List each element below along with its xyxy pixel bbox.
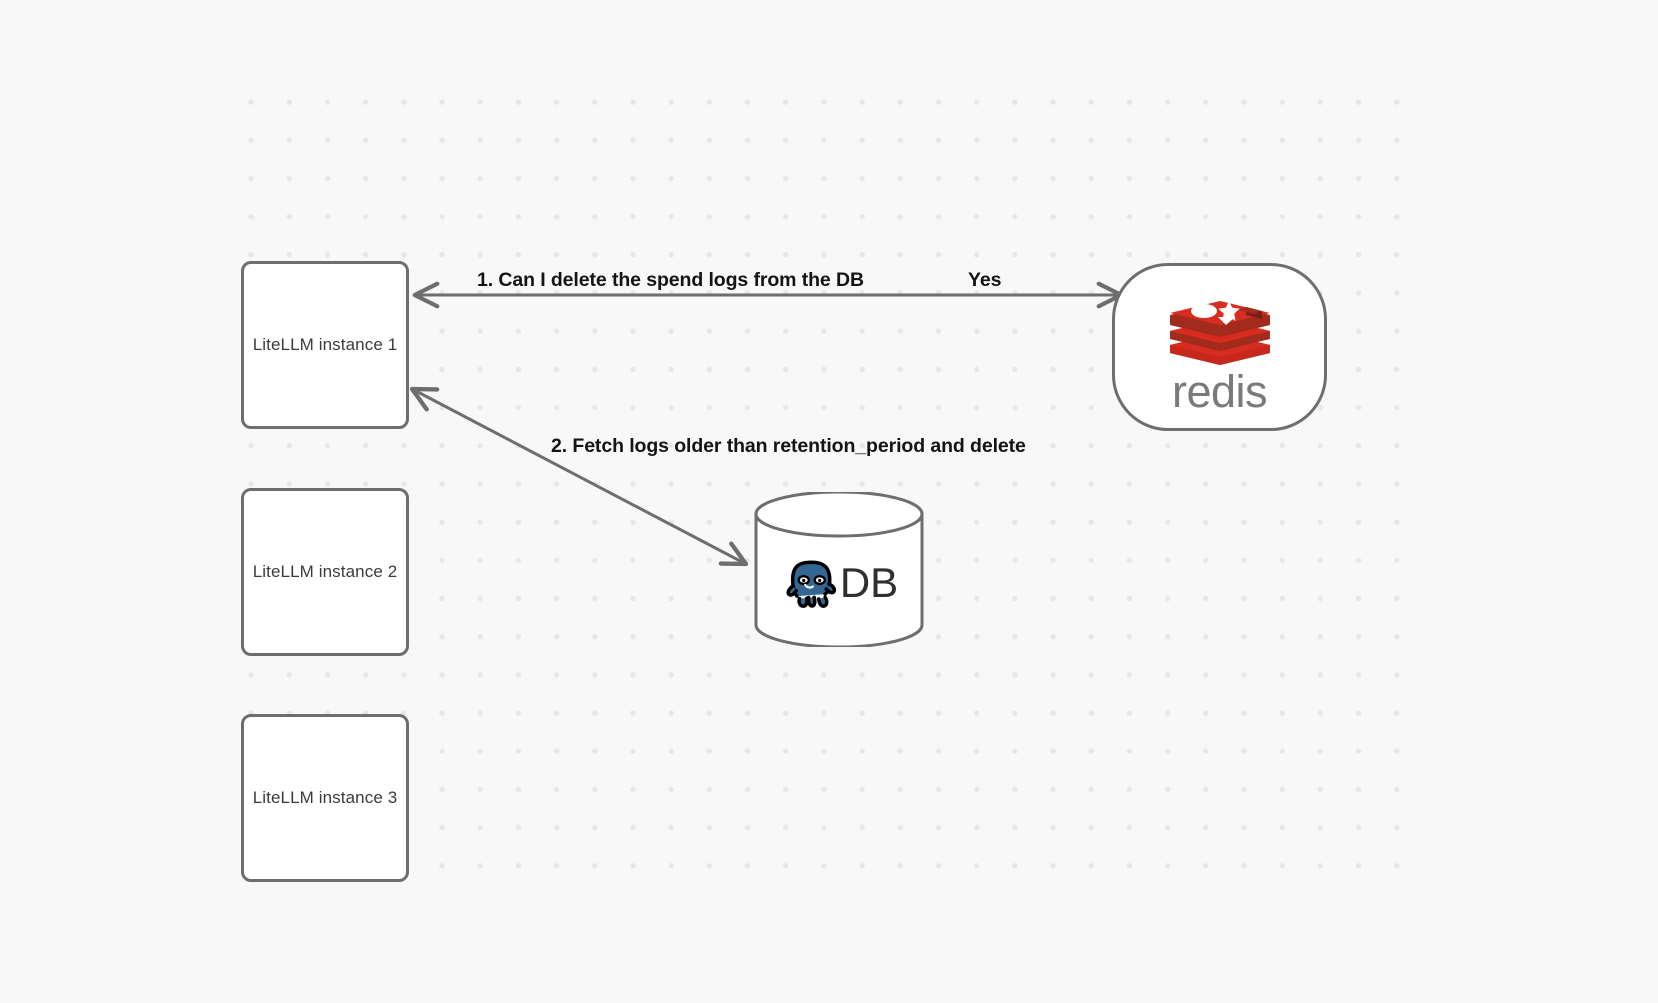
node-redis[interactable]: redis xyxy=(1112,263,1327,431)
node-litellm-instance-3-label: LiteLLM instance 3 xyxy=(252,788,398,807)
edge-instance1-database xyxy=(409,386,749,567)
edge-label-step-1-answer: Yes xyxy=(968,269,1002,291)
database-cylinder-shape xyxy=(754,492,924,647)
redis-logo-icon xyxy=(1169,300,1270,365)
edge-label-step-1: 1. Can I delete the spend logs from the … xyxy=(477,269,864,291)
edge-label-step-2: 2. Fetch logs older than retention_perio… xyxy=(551,435,1026,457)
redis-wordmark: redis xyxy=(1171,365,1268,417)
postgresql-elephant-icon xyxy=(786,560,836,608)
database-label: DB xyxy=(839,558,899,606)
node-litellm-instance-2-label: LiteLLM instance 2 xyxy=(252,562,398,581)
node-litellm-instance-3[interactable]: LiteLLM instance 3 xyxy=(241,714,409,882)
node-litellm-instance-2[interactable]: LiteLLM instance 2 xyxy=(241,488,409,656)
node-litellm-instance-1-label: LiteLLM instance 1 xyxy=(252,335,398,354)
node-database[interactable]: DB xyxy=(753,492,925,647)
node-litellm-instance-1[interactable]: LiteLLM instance 1 xyxy=(241,261,409,429)
